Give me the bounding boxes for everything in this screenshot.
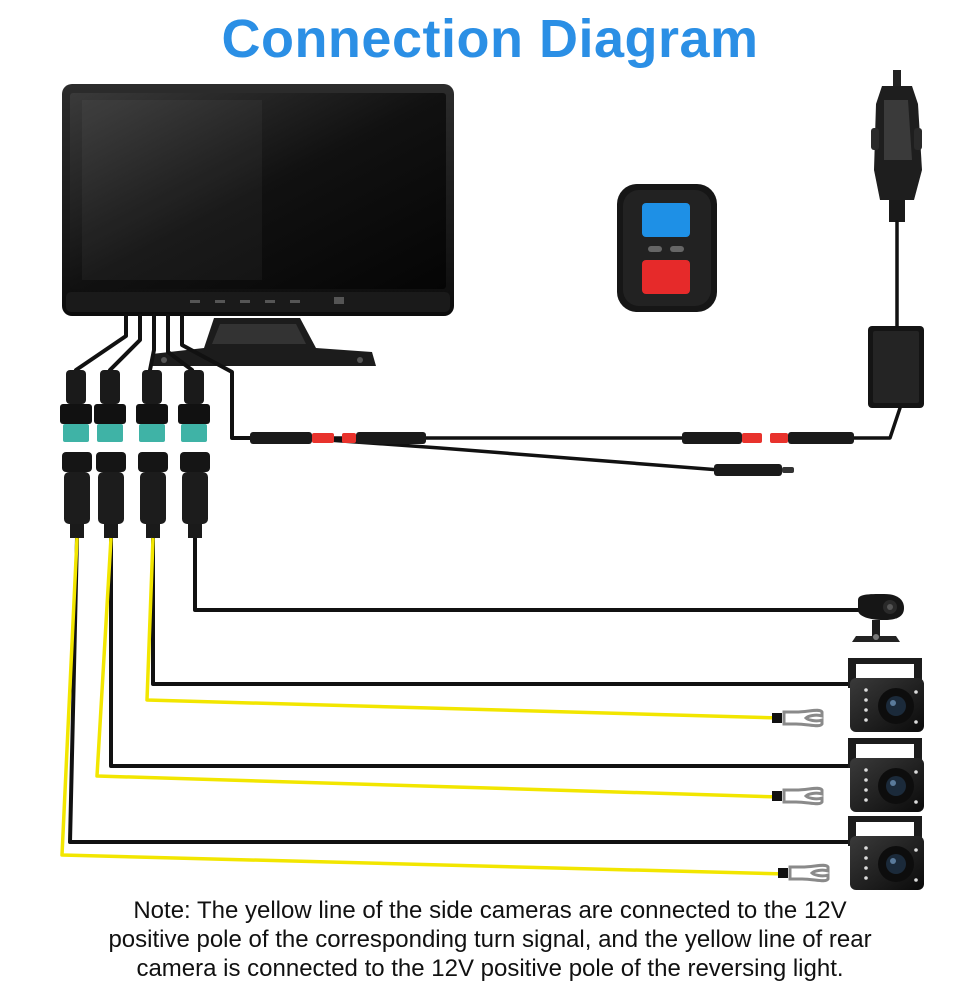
cigarette-lighter-plug-icon [871,70,922,222]
rear-camera-icon [848,816,924,890]
fork-terminal-icon [778,863,830,883]
monitor-stand [150,318,376,366]
aviation-connector [60,370,92,538]
note-line: Note: The yellow line of the side camera… [133,897,847,924]
monitor-tail-cables [74,314,262,440]
aviation-connector [94,370,126,538]
power-converter-box-icon [868,326,924,408]
camera-video-cables [68,537,860,844]
note-text: Note: The yellow line of the side camera… [20,896,960,983]
fork-terminal-icon [772,708,824,728]
monitor-icon [62,84,454,316]
inline-connectors [250,432,854,476]
aviation-connectors [60,370,210,538]
fork-terminal-icon [772,786,824,806]
aviation-connector [178,370,210,538]
trigger-wires [60,537,787,876]
note-line: positive pole of the corresponding turn … [108,926,872,953]
front-camera-icon [852,594,904,642]
side-camera-icon [848,658,924,732]
page-title: Connection Diagram [221,9,759,69]
aviation-connector [136,370,168,538]
side-camera-icon [848,738,924,812]
note-line: camera is connected to the 12V positive … [136,955,844,982]
remote-control-icon [617,184,717,312]
